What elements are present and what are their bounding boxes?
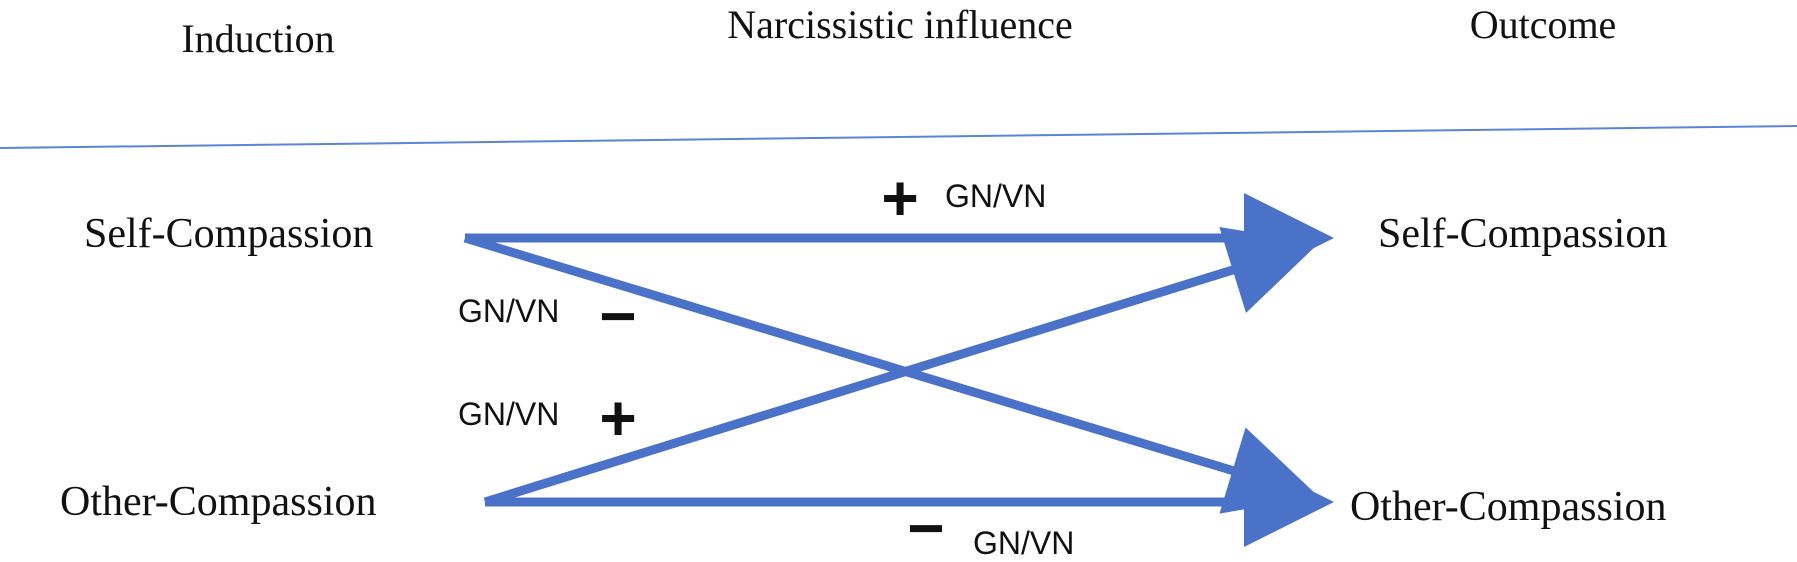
sign-self-to-self: + bbox=[881, 162, 918, 234]
header-divider bbox=[0, 125, 1797, 149]
label-other-to-self: GN/VN bbox=[458, 396, 559, 432]
sign-other-to-other: − bbox=[907, 492, 944, 562]
header-outcome: Outcome bbox=[1470, 2, 1617, 47]
label-other-to-other: GN/VN bbox=[973, 525, 1074, 561]
header-induction: Induction bbox=[181, 16, 334, 61]
sign-self-to-other: − bbox=[599, 280, 636, 352]
label-self-to-other: GN/VN bbox=[458, 293, 559, 329]
node-left-other-compassion: Other-Compassion bbox=[60, 479, 376, 525]
arrow-self-to-other bbox=[463, 233, 1319, 514]
header-narcissistic-influence: Narcissistic influence bbox=[727, 2, 1072, 47]
node-right-self-compassion: Self-Compassion bbox=[1378, 211, 1667, 257]
label-self-to-self: GN/VN bbox=[945, 178, 1046, 214]
sign-other-to-self: + bbox=[599, 382, 636, 454]
node-right-other-compassion: Other-Compassion bbox=[1350, 484, 1666, 530]
arrow-other-to-self bbox=[483, 227, 1319, 507]
node-left-self-compassion: Self-Compassion bbox=[84, 211, 373, 257]
